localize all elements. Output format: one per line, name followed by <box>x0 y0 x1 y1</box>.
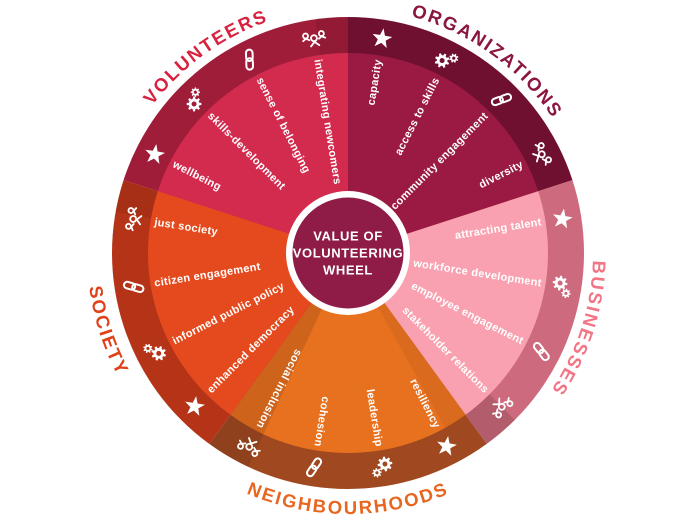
sector-boundary-shade <box>315 17 348 55</box>
sector-organizations-inner <box>348 53 539 253</box>
star-icon <box>552 208 573 229</box>
chain-icon <box>122 280 145 294</box>
sector-boundary-shade <box>115 180 158 219</box>
star-icon <box>185 396 205 416</box>
gears-icon <box>143 343 167 361</box>
gears-icon <box>186 87 202 112</box>
people-icon <box>532 142 552 166</box>
chain-icon <box>532 341 550 362</box>
gears-icon <box>552 275 571 299</box>
star-icon <box>437 435 457 456</box>
hub-circle <box>292 197 404 309</box>
people-icon <box>302 30 327 48</box>
gears-icon <box>372 456 393 478</box>
star-icon <box>372 28 393 49</box>
people-icon <box>492 397 514 419</box>
sector-boundary-shade <box>209 253 348 467</box>
chain-icon <box>244 48 255 71</box>
hub-title-line: VALUE OF <box>313 229 383 244</box>
chain-icon <box>306 457 323 478</box>
gears-icon <box>434 53 459 68</box>
hub-title-line: WHEEL <box>323 263 373 278</box>
sector-neighbourhoods-inner <box>230 253 466 454</box>
hub-title-line: VOLUNTEERING <box>293 246 403 261</box>
people-icon <box>125 207 143 232</box>
sector-volunteers-inner <box>157 53 348 253</box>
people-icon <box>237 437 261 457</box>
sector-boundary-shade <box>465 394 515 444</box>
chain-icon <box>490 92 513 107</box>
star-icon <box>145 144 166 164</box>
